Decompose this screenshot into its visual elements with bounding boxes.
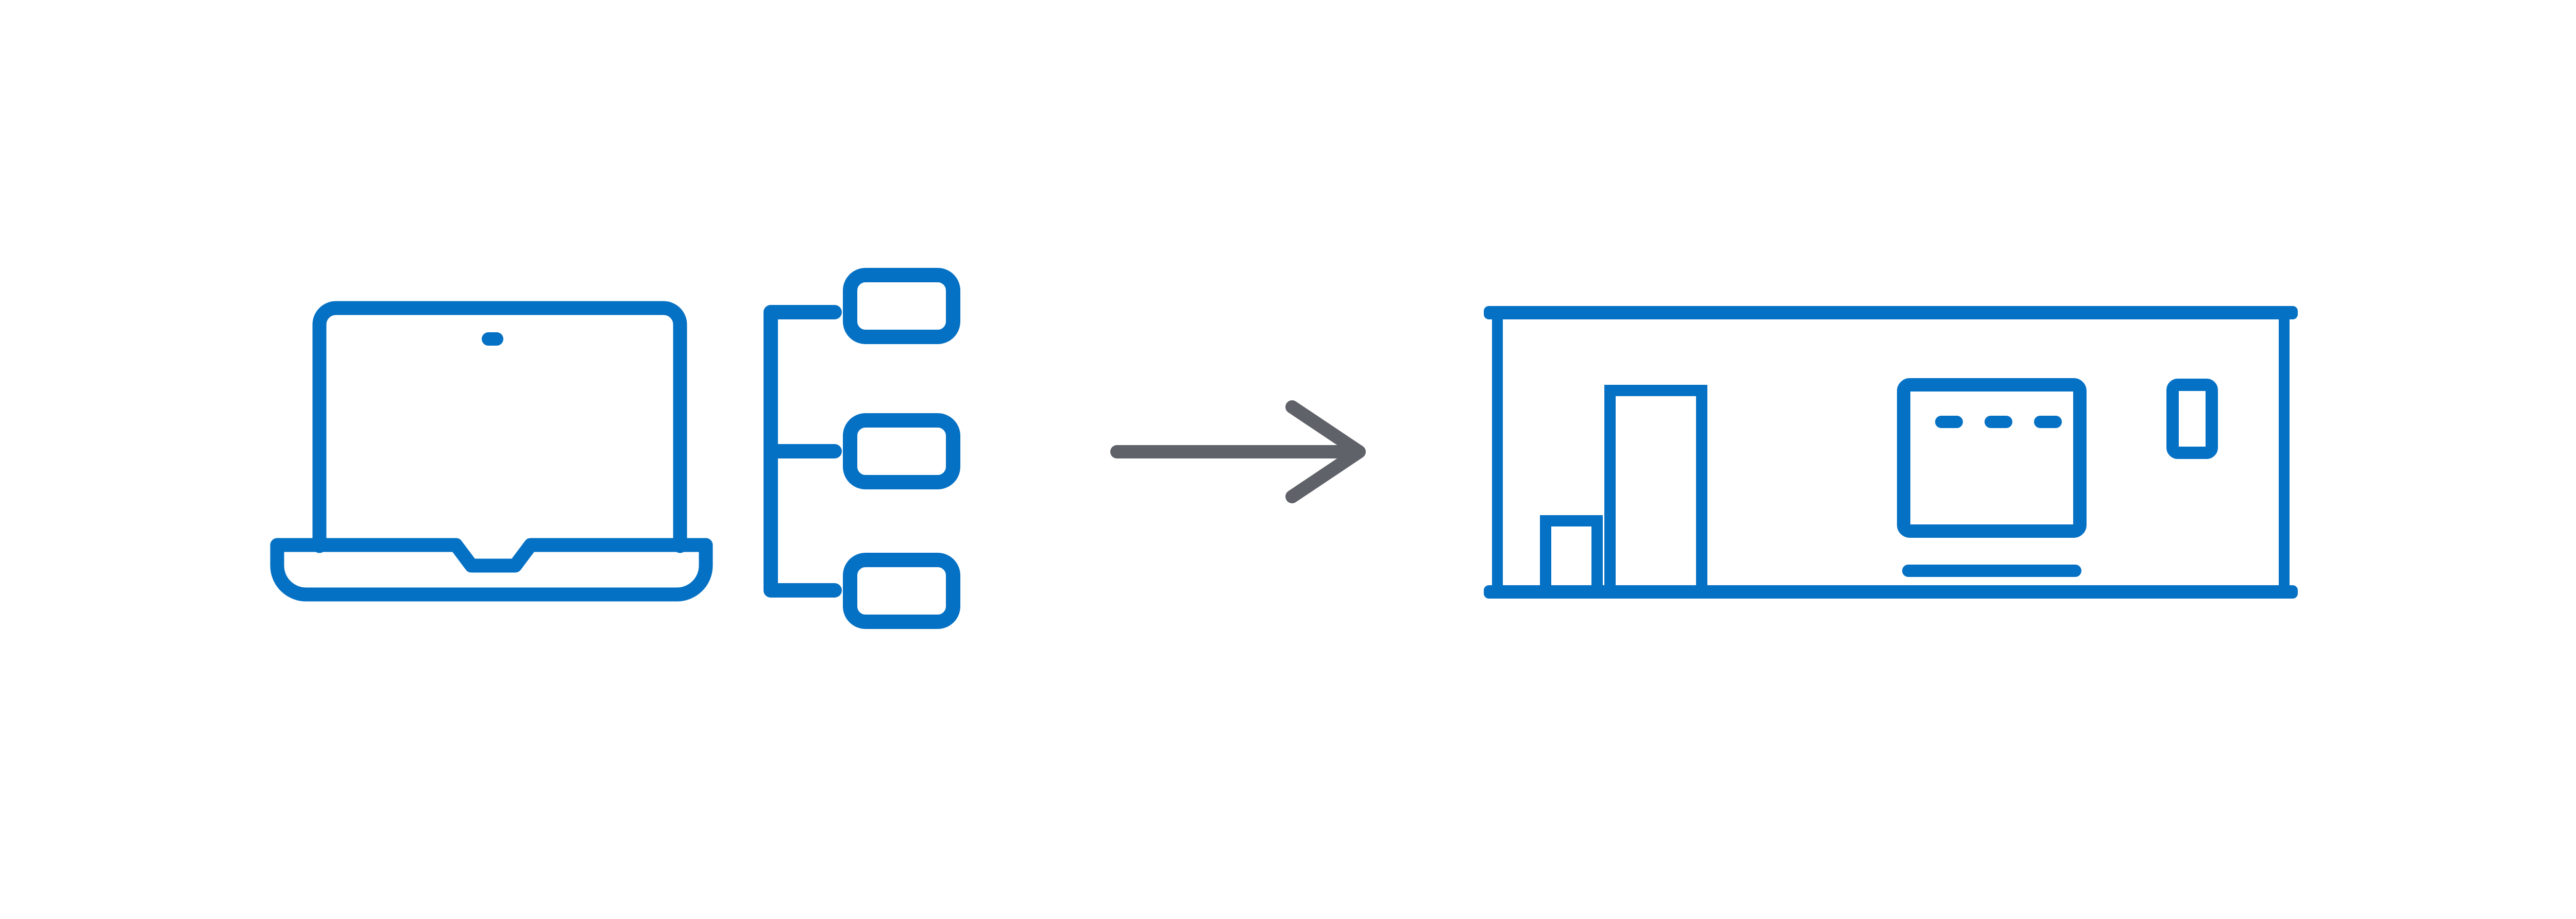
building-roof-bar	[1484, 306, 2298, 319]
tree-node-2	[843, 413, 960, 489]
laptop-base-outline	[270, 538, 713, 602]
rack-tall-outline	[1604, 385, 1707, 586]
tree-node-3	[843, 553, 960, 629]
building-left-wall	[1492, 315, 1503, 586]
monitor-dash-2-icon	[1985, 416, 2012, 428]
monitor-stand-bar	[1902, 565, 2081, 577]
equipment-cabinet-outline	[2166, 379, 2218, 459]
arrow-head-icon	[1285, 400, 1366, 503]
laptop-icon	[270, 301, 713, 602]
source-system-group	[270, 268, 960, 629]
rack-short-outline	[1540, 515, 1603, 586]
monitor-dash-1-icon	[1935, 416, 1963, 428]
building-floor-bar	[1484, 585, 2298, 599]
laptop-webcam-icon	[482, 332, 503, 346]
building-right-wall	[2279, 315, 2290, 586]
migration-arrow	[1110, 400, 1366, 503]
server-monitor-frame	[1897, 378, 2087, 538]
data-center-building-group	[1484, 306, 2298, 599]
monitor-dash-3-icon	[2034, 416, 2062, 428]
hierarchy-tree-icon	[764, 268, 960, 629]
laptop-screen-outline	[312, 301, 687, 553]
tree-node-1	[843, 268, 960, 344]
